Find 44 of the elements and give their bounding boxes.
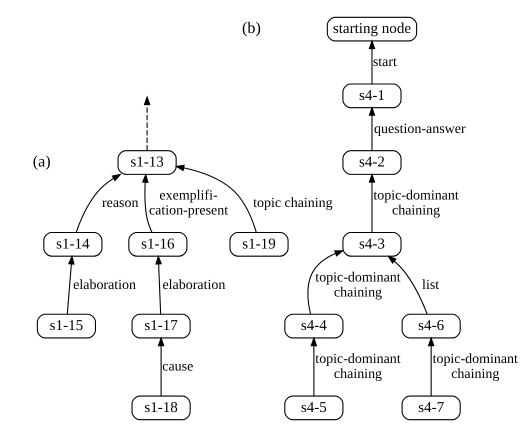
arrow bbox=[428, 336, 435, 396]
edge-label: topic-dominant chaining bbox=[315, 352, 401, 382]
arrow bbox=[144, 95, 150, 151]
arrow bbox=[66, 254, 75, 314]
edge-label: reason bbox=[102, 196, 138, 212]
node-box: s4-7 bbox=[402, 395, 461, 420]
node-box: starting node bbox=[326, 16, 418, 42]
node-box: s1-18 bbox=[132, 395, 191, 420]
edge-label: elaboration bbox=[73, 278, 136, 293]
node-box: s4-3 bbox=[342, 232, 402, 257]
arrow bbox=[142, 173, 153, 233]
arrow bbox=[368, 106, 376, 151]
node-box: s4-4 bbox=[284, 314, 344, 338]
arrow bbox=[368, 172, 376, 232]
node-box: s1-17 bbox=[132, 314, 191, 338]
arrow bbox=[155, 254, 162, 314]
edge-label: topic-dominant chaining bbox=[432, 352, 518, 382]
node-box: s1-16 bbox=[128, 232, 188, 257]
edge-label: topic-dominant chaining bbox=[373, 188, 459, 219]
node-box: s4-6 bbox=[402, 314, 461, 338]
arrow bbox=[76, 174, 122, 233]
arrow bbox=[310, 336, 318, 396]
node-box: s1-19 bbox=[229, 232, 289, 257]
node-box: s4-5 bbox=[284, 395, 344, 420]
edge-label: question-answer bbox=[374, 122, 466, 137]
edge-label: elaboration bbox=[162, 278, 226, 293]
node-box: s4-2 bbox=[342, 150, 402, 175]
node-box: s1-15 bbox=[36, 314, 96, 338]
label: (b) bbox=[242, 20, 261, 37]
edge-label: topic-dominant chaining bbox=[315, 270, 401, 300]
edge-label: list bbox=[422, 278, 440, 293]
edge-label: cause bbox=[162, 360, 194, 375]
arrow bbox=[387, 255, 428, 314]
arrow bbox=[158, 336, 164, 396]
edge-label: topic chaining bbox=[253, 196, 333, 212]
edge-label: exemplifi- cation-present bbox=[148, 188, 228, 219]
node-box: s4-1 bbox=[342, 83, 402, 108]
label: (a) bbox=[32, 153, 51, 170]
node-box: s1-14 bbox=[43, 232, 102, 257]
arrow bbox=[174, 164, 257, 232]
arrow bbox=[368, 39, 376, 84]
edge-label: start bbox=[372, 55, 397, 70]
arrow bbox=[307, 250, 344, 314]
node-box: s1-13 bbox=[118, 150, 177, 175]
